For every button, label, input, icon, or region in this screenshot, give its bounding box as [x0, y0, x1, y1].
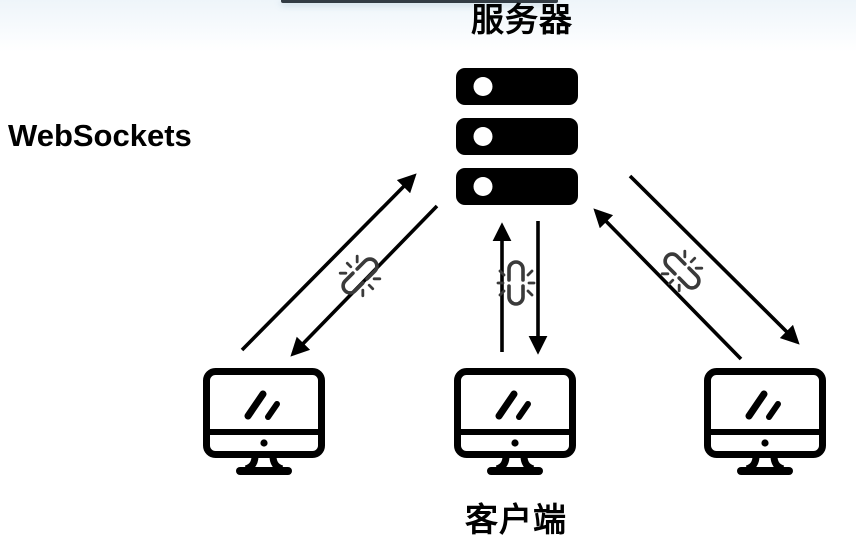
websockets-label: WebSockets: [8, 118, 192, 153]
server-label: 服务器: [471, 1, 573, 38]
arrow-client-left-to-server: [240, 173, 417, 352]
link-icon-right: [652, 241, 712, 301]
arrow-client-right-to-server: [593, 208, 743, 361]
arrow-server-to-client-left: [290, 204, 439, 357]
server-node: [455, 67, 579, 206]
arrow-server-to-client-right: [628, 174, 800, 345]
server-stack-icon: [456, 68, 578, 205]
link-icon-left: [330, 246, 390, 306]
cropped-window-edge: [281, 0, 558, 3]
client-node-left: [202, 367, 326, 478]
desktop-computer-icon: [703, 367, 827, 478]
client-node-right: [703, 367, 827, 478]
client-node-center: [453, 367, 577, 478]
clients-label: 客户端: [465, 501, 567, 538]
desktop-computer-icon: [453, 367, 577, 478]
desktop-computer-icon: [202, 367, 326, 478]
